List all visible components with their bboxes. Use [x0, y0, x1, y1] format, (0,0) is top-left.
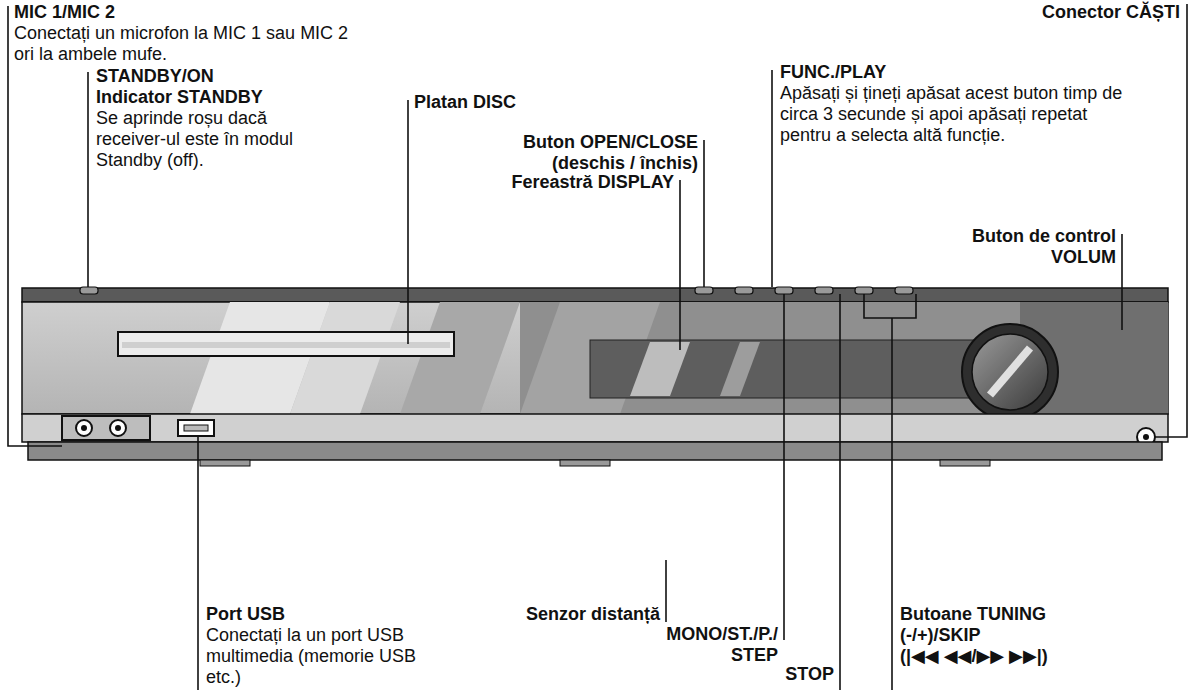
callout-note: Apăsați și țineți apăsat acest buton tim…: [780, 83, 1125, 146]
callout-title: FUNC./PLAY: [780, 62, 886, 83]
callout-title: STANDBY/ON: [96, 66, 214, 87]
callout-title: Buton de control: [972, 226, 1116, 247]
callout-title: STEP: [731, 645, 778, 666]
callout-title: Butoane TUNING: [900, 604, 1046, 625]
callout-title: Buton OPEN/CLOSE: [523, 132, 698, 153]
callout-title: (deschis / închis): [552, 153, 698, 174]
callout-note: Conectați la un port USB multimedia (mem…: [206, 625, 421, 688]
callout-title: Senzor distanță: [526, 604, 660, 625]
callout-title: (-/+)/SKIP: [900, 625, 981, 646]
callout-title: Indicator STANDBY: [96, 87, 263, 108]
callout-title: MIC 1/MIC 2: [14, 2, 115, 23]
callout-title: Fereastră DISPLAY: [512, 172, 674, 193]
callout-title: VOLUM: [1051, 247, 1116, 268]
callout-note: Conectați un microfon la MIC 1 sau MIC 2…: [14, 23, 354, 65]
callout-title: Platan DISC: [414, 92, 516, 113]
callout-note: Se aprinde roșu dacă receiver-ul este în…: [96, 108, 321, 171]
callout-title: MONO/ST./P./: [666, 624, 778, 645]
callout-title: Port USB: [206, 604, 285, 625]
callout-title: Conector CĂȘTI: [1042, 2, 1180, 23]
callout-title: STOP: [785, 664, 834, 685]
callout-title: (|◀◀ ◀◀/▶▶ ▶▶|): [900, 646, 1048, 667]
